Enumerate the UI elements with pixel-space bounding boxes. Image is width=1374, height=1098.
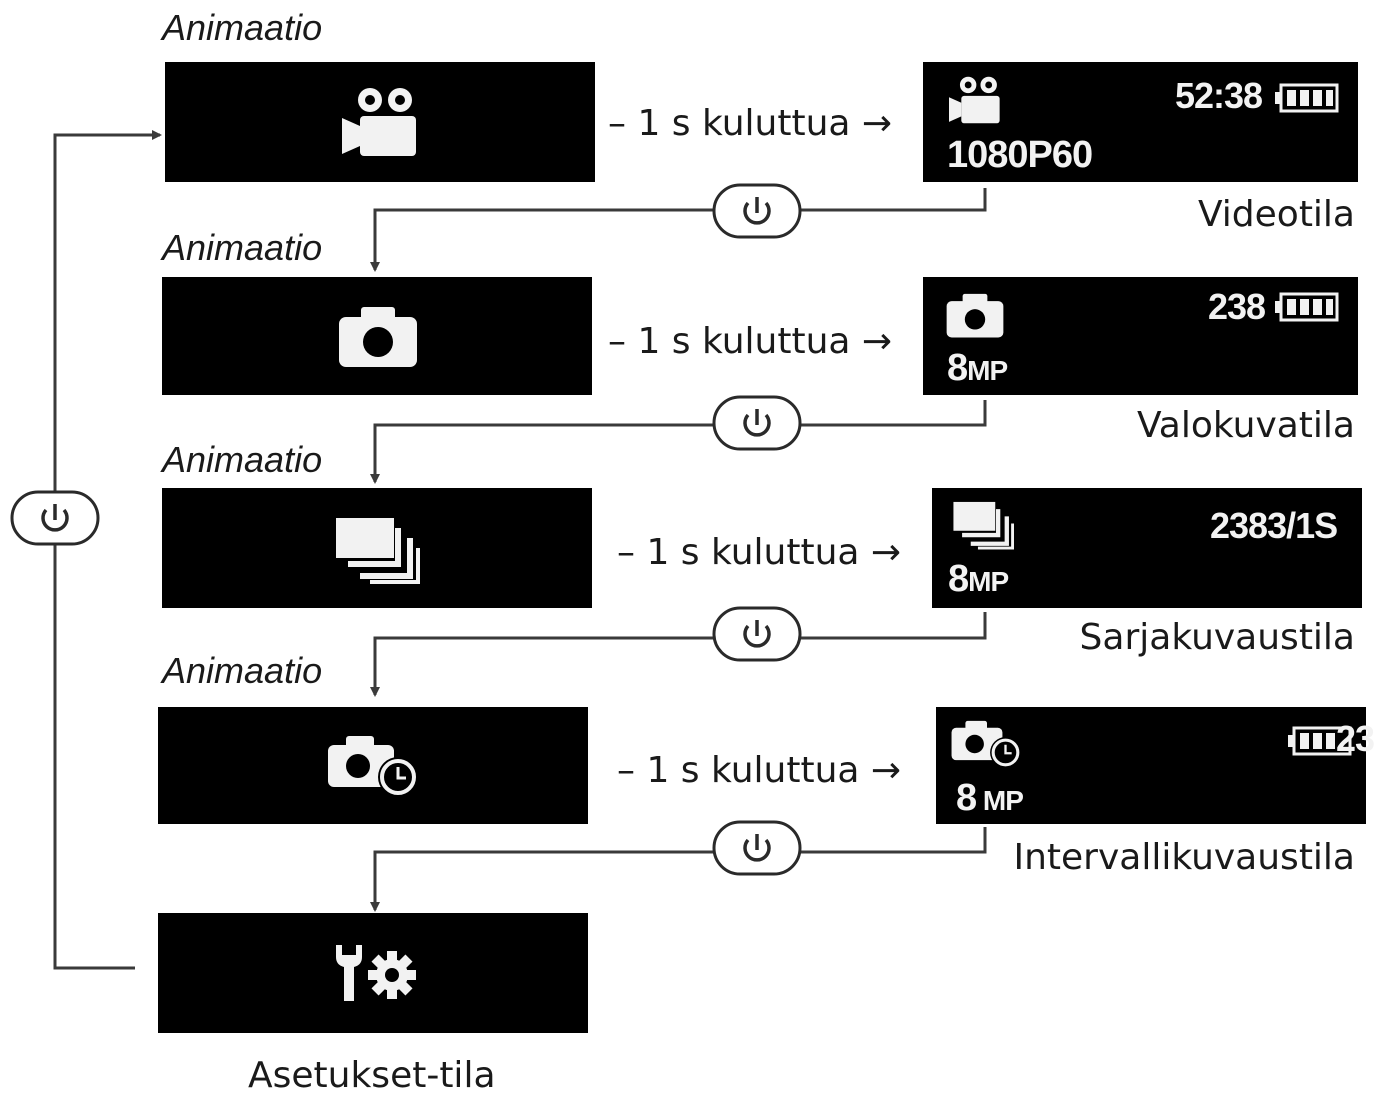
animation-label: Animaatio (162, 439, 323, 480)
camera-icon (946, 293, 1004, 338)
connector-3 (370, 612, 987, 697)
connector-4 (370, 827, 987, 912)
resolution: 8MP (948, 558, 1009, 600)
mode-name-burst: Sarjakuvaustila (1079, 617, 1355, 658)
animation-label: Animaatio (162, 650, 323, 691)
mode-name-interval: Intervallikuvaustila (1013, 837, 1355, 878)
animation-label: Animaatio (162, 227, 323, 268)
power-button-icon (10, 490, 100, 546)
animation-screen-video (165, 62, 595, 182)
resolution: 8 MP (956, 777, 1024, 819)
transition-label: – 1 s kuluttua → (617, 750, 902, 791)
resolution: 8MP (947, 347, 1008, 389)
power-button-icon (712, 183, 802, 239)
animation-screen-photo (162, 277, 592, 395)
burst-icon (336, 518, 420, 584)
resolution: 1080P60 (947, 134, 1093, 176)
camera-icon (339, 307, 417, 367)
mode-screen-video: 52:38 1080P60 (923, 62, 1358, 182)
mode-screen-photo: 238 8MP (923, 277, 1358, 395)
loop-line (53, 130, 162, 970)
animation-label: Animaatio (162, 7, 323, 48)
mode-name-photo: Valokuvatila (1136, 405, 1355, 446)
settings-screen (158, 913, 588, 1033)
connector-2 (370, 400, 987, 484)
settings-mode-label: Asetukset-tila (248, 1055, 496, 1096)
power-button-icon (712, 395, 802, 451)
transition-label: – 1 s kuluttua → (617, 532, 902, 573)
transition-label: – 1 s kuluttua → (608, 321, 893, 362)
animation-screen-burst (162, 488, 592, 608)
video-camera-icon (949, 76, 1000, 124)
battery-icon (1288, 726, 1352, 756)
mode-name-video: Videotila (1197, 194, 1355, 235)
animation-screen-interval (158, 707, 588, 824)
burst-icon (953, 501, 1014, 550)
interval-counter: 23 (1336, 718, 1374, 759)
video-camera-icon (342, 88, 416, 156)
interval-camera-icon (328, 736, 418, 797)
recording-time: 52:38 (1175, 75, 1263, 116)
transition-label: – 1 s kuluttua → (608, 103, 893, 144)
battery-icon (1275, 83, 1339, 113)
shots-remaining: 238 (1208, 286, 1266, 327)
power-button-icon (712, 820, 802, 876)
burst-counter: 2383/1S (1210, 505, 1338, 546)
power-button-icon (712, 606, 802, 662)
connector-1 (370, 188, 987, 272)
settings-icon (336, 945, 416, 1001)
interval-camera-icon (951, 720, 1021, 768)
mode-screen-interval: 23 8 MP (936, 707, 1374, 824)
battery-icon (1275, 292, 1339, 322)
mode-screen-burst: 2383/1S 8MP (932, 488, 1362, 608)
